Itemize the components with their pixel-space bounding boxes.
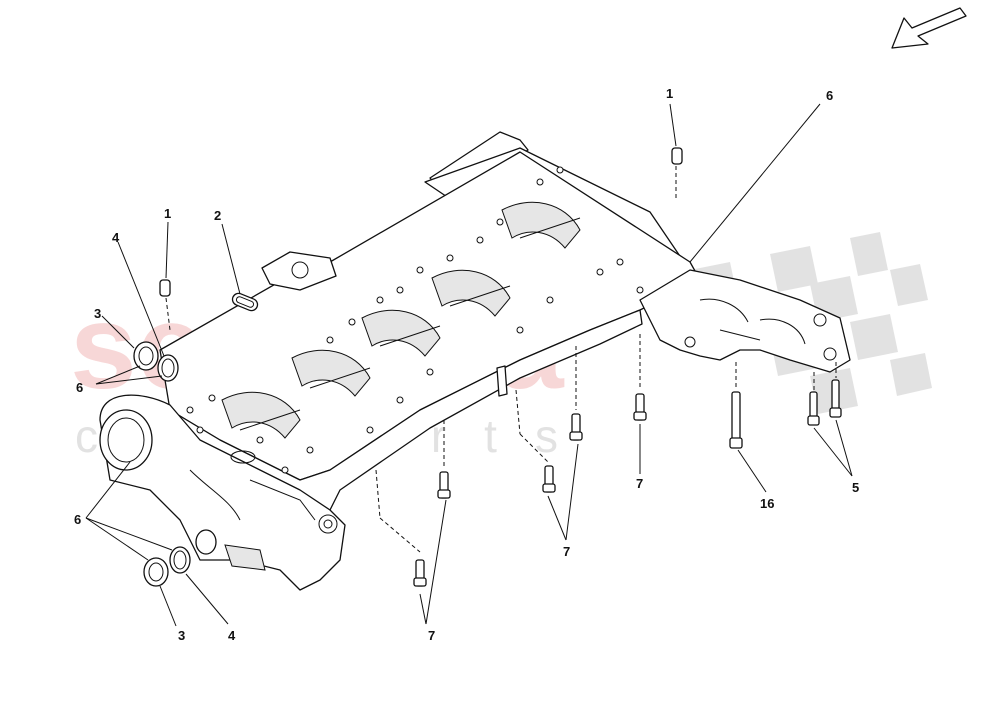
leader-lines <box>85 103 853 627</box>
callout-2: 2 <box>214 208 221 223</box>
callout-1: 1 <box>164 206 171 221</box>
callout-7: 7 <box>636 476 643 491</box>
callout-4: 4 <box>112 230 120 245</box>
callout-6: 6 <box>74 512 81 527</box>
crankcase-housing <box>99 131 851 591</box>
dowel-sleeve-right <box>671 147 683 165</box>
callout-5: 5 <box>852 480 859 495</box>
direction-arrow-icon <box>891 7 967 49</box>
bolt-7-e <box>633 393 647 421</box>
callout-6: 6 <box>76 380 83 395</box>
plate-holes <box>186 166 644 474</box>
plug-housing-fitting <box>195 529 217 555</box>
callout-16: 16 <box>760 496 774 511</box>
callout-4: 4 <box>228 628 236 643</box>
plug-3-lower <box>143 557 169 587</box>
bolt-7-d <box>569 413 583 441</box>
bolt-5-a <box>807 391 820 426</box>
bolt-7-a <box>437 471 451 499</box>
bearing-bays <box>221 201 581 439</box>
callout-3: 3 <box>94 306 101 321</box>
callout-6: 6 <box>826 88 833 103</box>
callout-7: 7 <box>428 628 435 643</box>
bolt-7-b <box>413 559 427 587</box>
callout-labels: 1 1 2 3 3 4 4 5 6 6 6 7 7 7 16 <box>74 86 859 643</box>
seal-4-upper <box>157 354 179 382</box>
o-ring-2 <box>231 292 259 312</box>
plug-3-upper <box>133 341 159 371</box>
callout-1: 1 <box>666 86 673 101</box>
bolt-set <box>413 379 842 587</box>
callout-3: 3 <box>178 628 185 643</box>
dowel-sleeve-left <box>159 279 171 297</box>
callout-7: 7 <box>563 544 570 559</box>
bolt-16 <box>729 391 743 449</box>
seal-4-lower <box>169 546 191 574</box>
bolt-5-b <box>829 379 842 418</box>
bolt-7-c <box>542 465 556 493</box>
